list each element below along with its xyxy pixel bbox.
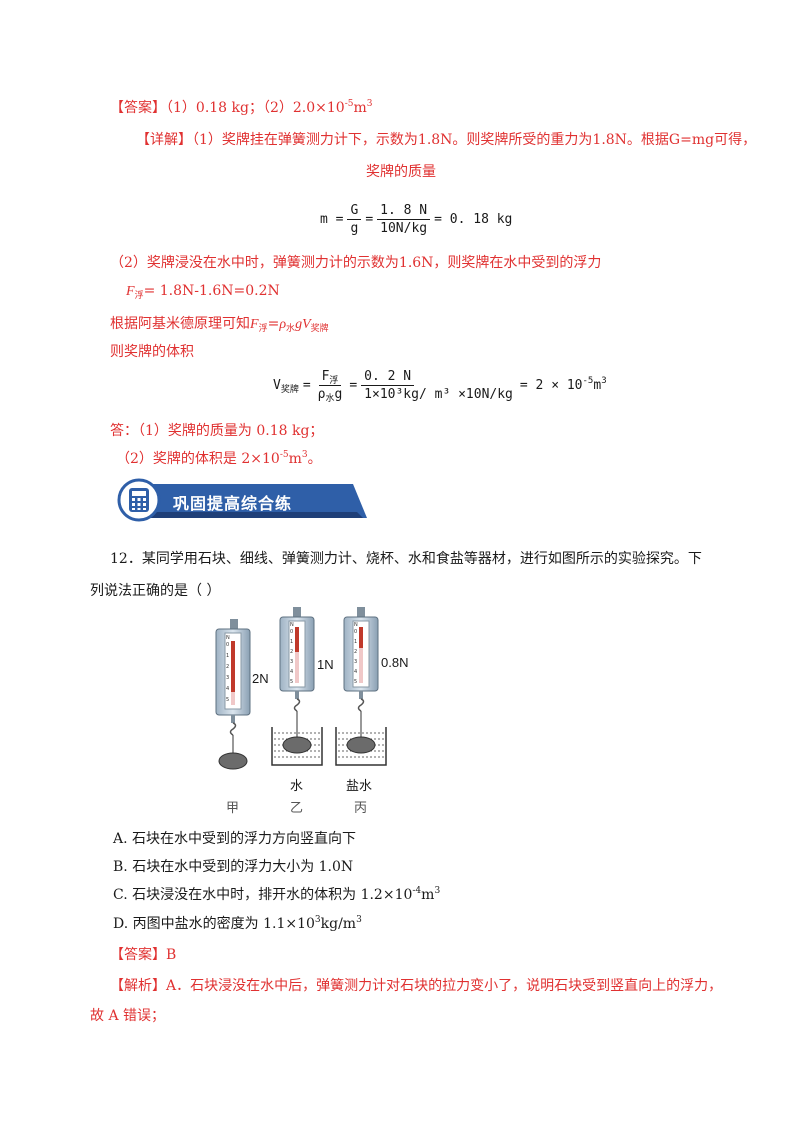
spring-scale-bing: N0 1 2 3 4 5	[335, 607, 387, 766]
reading-yi: 1N	[317, 657, 334, 672]
question-line-2: 列说法正确的是（ ）	[90, 583, 221, 599]
svg-text:1: 1	[354, 639, 357, 645]
detail-line-2: 奖牌的质量	[366, 164, 436, 180]
caption-yi: 乙	[290, 801, 304, 816]
svg-text:1: 1	[290, 639, 293, 645]
detail-line-5: 根据阿基米德原理可知F浮=ρ水gV奖牌	[110, 316, 329, 334]
svg-text:4: 4	[226, 686, 229, 692]
detail-line-4: F浮= 1.8N-1.6N=0.2N	[126, 283, 280, 301]
svg-text:N: N	[226, 635, 230, 641]
spring-scale-jia: N0 1 2 3 4 5	[215, 619, 251, 770]
detail-line-3: （2）奖牌浸没在水中时，弹簧测力计的示数为1.6N，则奖牌在水中受到的浮力	[110, 255, 602, 271]
analysis-line-1: 【解析】A．石块浸没在水中后，弹簧测力计对石块的拉力变小了，说明石块受到竖直向上…	[110, 978, 723, 994]
option-a[interactable]: A. 石块在水中受到的浮力方向竖直向下	[113, 831, 357, 847]
question-number: 12．	[110, 551, 142, 567]
analysis-line-2: 故 A 错误；	[90, 1008, 166, 1024]
conclusion-line-1: 答：（1）奖牌的质量为 0.18 kg；	[110, 423, 324, 439]
svg-text:1: 1	[226, 653, 229, 659]
calculator-icon	[129, 488, 149, 512]
section-banner: 巩固提高综合练	[117, 478, 369, 522]
svg-text:5: 5	[290, 679, 293, 685]
answer-tag: 【答案】	[110, 100, 166, 116]
option-d[interactable]: D. 丙图中盐水的密度为 1.1×103kg/m3	[113, 915, 362, 933]
svg-text:5: 5	[354, 679, 357, 685]
svg-text:5: 5	[226, 697, 229, 703]
svg-text:3: 3	[354, 659, 357, 665]
svg-text:3: 3	[290, 659, 293, 665]
caption-top-bing: 盐水	[346, 779, 373, 794]
svg-text:4: 4	[354, 669, 357, 675]
svg-text:0: 0	[226, 642, 229, 648]
detail-line-6: 则奖牌的体积	[110, 344, 194, 360]
svg-text:3: 3	[226, 675, 229, 681]
svg-text:0: 0	[354, 629, 357, 635]
caption-top-yi: 水	[290, 779, 304, 794]
option-c[interactable]: C. 石块浸没在水中时，排开水的体积为 1.2×10-4m3	[113, 886, 441, 904]
detail-line-1: 【详解】（1）奖牌挂在弹簧测力计下，示数为1.8N。则奖牌所受的重力为1.8N。…	[136, 132, 757, 148]
spring-scale-yi: N0 1 2 3 4 5	[271, 607, 323, 766]
banner-title: 巩固提高综合练	[173, 494, 293, 513]
svg-text:2: 2	[354, 649, 357, 655]
caption-bing: 丙	[354, 801, 368, 816]
detail-tag: 【详解】	[136, 132, 192, 148]
answer-line: 【答案】（1）0.18 kg；（2）2.0×10-5m3	[110, 99, 373, 117]
svg-text:N: N	[290, 622, 294, 628]
svg-text:N: N	[354, 622, 358, 628]
reading-jia: 2N	[252, 671, 269, 686]
question-line-1: 12．某同学用石块、细线、弹簧测力计、烧杯、水和食盐等器材，进行如图所示的实验探…	[110, 551, 702, 567]
svg-text:0: 0	[290, 629, 293, 635]
conclusion-line-2: （2）奖牌的体积是 2×10-5m3。	[116, 450, 322, 468]
svg-text:2: 2	[226, 664, 229, 670]
reading-bing: 0.8N	[381, 655, 409, 670]
analysis-tag: 【解析】	[110, 978, 166, 994]
banner-shape	[117, 478, 367, 522]
svg-text:4: 4	[290, 669, 293, 675]
caption-jia: 甲	[226, 801, 240, 816]
svg-text:2: 2	[290, 649, 293, 655]
answer-line-2: 【答案】B	[110, 947, 177, 963]
option-b[interactable]: B. 石块在水中受到的浮力大小为 1.0N	[113, 859, 354, 875]
